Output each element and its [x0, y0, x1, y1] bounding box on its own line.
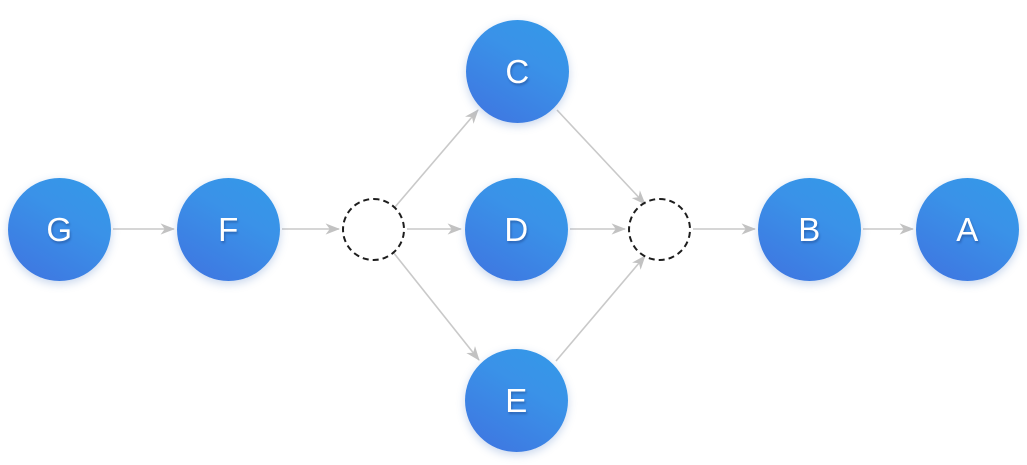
edge-c-to-join: [556, 109, 646, 205]
node-join-placeholder[interactable]: [628, 198, 691, 261]
node-label-e: E: [505, 382, 528, 419]
node-f[interactable]: F: [177, 178, 280, 281]
node-label-d: D: [504, 211, 529, 248]
node-b[interactable]: B: [758, 178, 861, 281]
node-label-a: A: [956, 211, 979, 248]
node-split-placeholder[interactable]: [342, 198, 405, 261]
edges-group: [113, 109, 914, 362]
edge-split-to-e: [392, 251, 480, 361]
node-g[interactable]: G: [8, 178, 111, 281]
node-label-b: B: [798, 211, 821, 248]
node-label-g: G: [46, 211, 73, 248]
node-c[interactable]: C: [466, 20, 569, 123]
edge-split-to-c: [394, 109, 479, 208]
node-label-c: C: [505, 53, 530, 90]
node-d[interactable]: D: [465, 178, 568, 281]
node-a[interactable]: A: [916, 178, 1019, 281]
node-e[interactable]: E: [465, 349, 568, 452]
edge-e-to-join: [555, 255, 646, 362]
node-label-f: F: [218, 211, 239, 248]
